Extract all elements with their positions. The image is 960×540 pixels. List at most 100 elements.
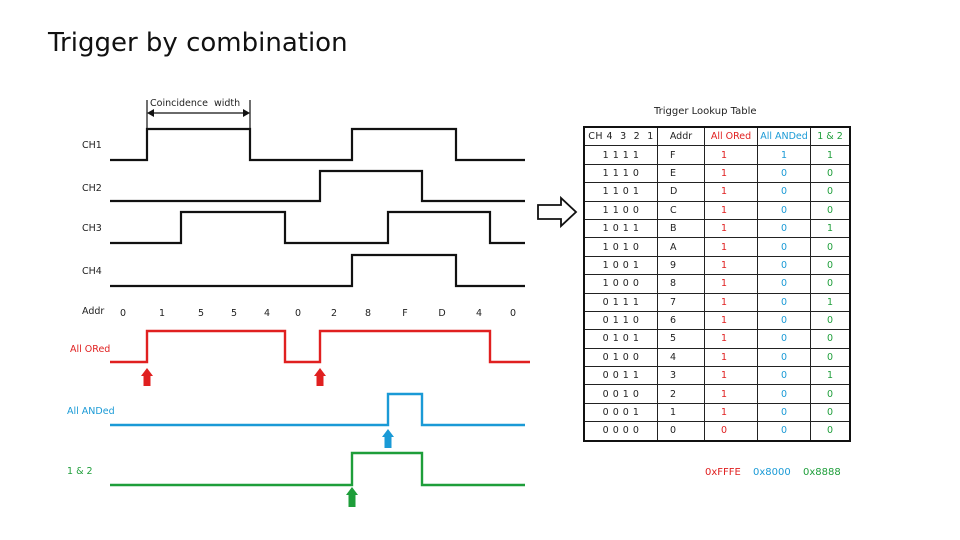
- and12-cell: 0: [810, 255, 851, 276]
- addr-value: 2: [331, 308, 337, 319]
- addr-value: 0: [295, 308, 301, 319]
- and12-cell: 1: [810, 218, 851, 239]
- channels-cell: 1 1 0 1: [583, 182, 658, 202]
- addr-cell: E: [657, 163, 705, 184]
- addr-value: F: [402, 308, 407, 319]
- addr-cell: 9: [657, 255, 705, 276]
- channels-cell: 1 0 1 0: [583, 237, 658, 257]
- addr-cell: 6: [657, 310, 705, 331]
- ch1-waveform: [110, 127, 525, 162]
- anded-label: All ANDed: [67, 406, 115, 417]
- all-anded-cell: 0: [757, 163, 811, 184]
- and12-cell: 0: [810, 310, 851, 331]
- ch2-waveform: [110, 169, 525, 203]
- ored-waveform: [110, 329, 530, 364]
- header-channels: CH 4 3 2 1: [583, 126, 658, 147]
- channels-cell: 0 0 0 0: [583, 421, 658, 442]
- ored-label: All ORed: [70, 344, 110, 355]
- and12-cell: 1: [810, 292, 851, 312]
- lookup-header-row: CH 4 3 2 1 Addr All ORed All ANDed 1 & 2: [583, 126, 851, 147]
- channels-cell: 1 1 0 0: [583, 200, 658, 220]
- right-arrow-icon: [537, 195, 578, 229]
- addr-value: 5: [198, 308, 204, 319]
- addr-value: 0: [120, 308, 126, 319]
- channels-cell: 0 1 1 0: [583, 310, 658, 331]
- addr-label: Addr: [82, 306, 104, 317]
- header-1-and-2: 1 & 2: [810, 126, 851, 147]
- all-ored-cell: 0: [704, 421, 758, 442]
- all-anded-cell: 0: [757, 347, 811, 368]
- addr-value: 5: [231, 308, 237, 319]
- footer-and12-mask: 0x8888: [803, 467, 841, 478]
- all-ored-cell: 1: [704, 255, 758, 276]
- all-ored-cell: 1: [704, 347, 758, 368]
- ored-trigger-arrow-2: [314, 368, 326, 386]
- channels-cell: 0 0 1 1: [583, 366, 658, 386]
- all-ored-cell: 1: [704, 384, 758, 404]
- ored-trigger-arrow-1: [141, 368, 153, 386]
- and12-cell: 0: [810, 421, 851, 442]
- channels-cell: 0 1 0 0: [583, 347, 658, 368]
- anded-waveform: [110, 392, 525, 427]
- all-anded-cell: 0: [757, 237, 811, 257]
- channels-cell: 1 0 0 1: [583, 255, 658, 276]
- footer-anded-mask: 0x8000: [753, 467, 791, 478]
- all-ored-cell: 1: [704, 366, 758, 386]
- addr-value: 4: [476, 308, 482, 319]
- channels-cell: 0 1 0 1: [583, 329, 658, 349]
- addr-value: D: [438, 308, 445, 319]
- trigger-lookup-table: CH 4 3 2 1 Addr All ORed All ANDed 1 & 2…: [583, 126, 851, 442]
- timing-diagram: Coincidence width CH1 CH2 CH3 CH4 Addr 0…: [67, 98, 578, 507]
- channels-cell: 0 1 1 1: [583, 292, 658, 312]
- ch3-waveform: [110, 210, 525, 245]
- addr-cell: D: [657, 182, 705, 202]
- all-ored-cell: 1: [704, 292, 758, 312]
- all-anded-cell: 0: [757, 421, 811, 442]
- addr-cell: C: [657, 200, 705, 220]
- addr-value: 1: [159, 308, 165, 319]
- and12-label: 1 & 2: [67, 466, 93, 477]
- all-anded-cell: 0: [757, 310, 811, 331]
- all-anded-cell: 0: [757, 402, 811, 423]
- lookup-table-caption: Trigger Lookup Table: [654, 106, 757, 117]
- coincidence-label: Coincidence width: [150, 98, 240, 109]
- ch3-label: CH3: [82, 223, 102, 234]
- all-anded-cell: 0: [757, 200, 811, 220]
- ch2-label: CH2: [82, 183, 102, 194]
- addr-cell: 0: [657, 421, 705, 442]
- and12-cell: 0: [810, 329, 851, 349]
- coincidence-width-marker: Coincidence width: [146, 98, 251, 128]
- header-all-ored: All ORed: [704, 126, 758, 147]
- all-ored-cell: 1: [704, 182, 758, 202]
- addr-value: 4: [264, 308, 270, 319]
- all-ored-cell: 1: [704, 145, 758, 165]
- and12-cell: 0: [810, 200, 851, 220]
- all-ored-cell: 1: [704, 218, 758, 239]
- channels-cell: 1 1 1 1: [583, 145, 658, 165]
- header-addr: Addr: [657, 126, 705, 147]
- all-anded-cell: 0: [757, 384, 811, 404]
- and12-cell: 0: [810, 237, 851, 257]
- channels-cell: 1 0 0 0: [583, 274, 658, 294]
- addr-value: 0: [510, 308, 516, 319]
- and12-cell: 0: [810, 274, 851, 294]
- addr-cell: 5: [657, 329, 705, 349]
- all-anded-cell: 0: [757, 255, 811, 276]
- addr-cell: 3: [657, 366, 705, 386]
- channels-cell: 1 1 1 0: [583, 163, 658, 184]
- all-ored-cell: 1: [704, 402, 758, 423]
- all-ored-cell: 1: [704, 237, 758, 257]
- all-ored-cell: 1: [704, 329, 758, 349]
- all-anded-cell: 0: [757, 366, 811, 386]
